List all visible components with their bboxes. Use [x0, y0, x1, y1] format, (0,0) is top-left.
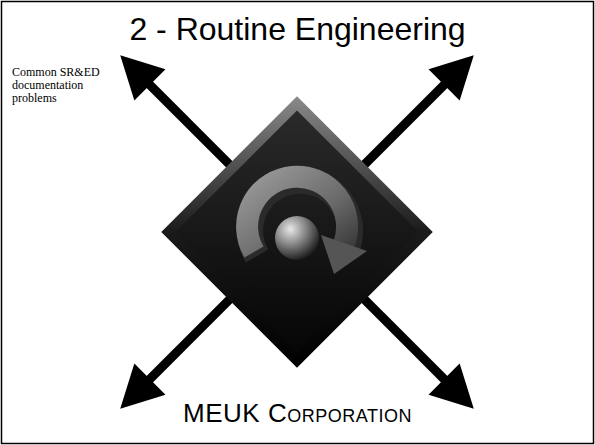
- slide-title: 2 - Routine Engineering: [0, 10, 595, 48]
- direction-arrows: [105, 40, 490, 425]
- company-name: MEUK Corporation: [0, 398, 595, 428]
- diamond-emblem: [161, 96, 433, 368]
- slide-note: Common SR&ED documentation problems: [12, 66, 100, 105]
